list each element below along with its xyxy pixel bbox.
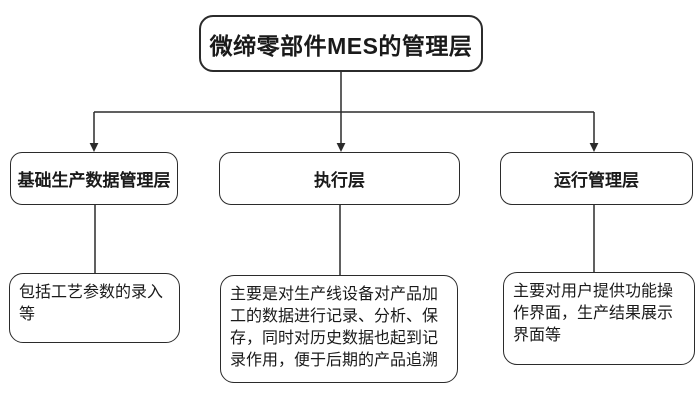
title-node: 微缔零部件MES的管理层 [199, 15, 483, 72]
arrowhead-down-icon [589, 143, 599, 152]
title-label: 微缔零部件MES的管理层 [209, 32, 473, 59]
desc-node-basic-data: 包括工艺参数的录入等 [9, 273, 180, 343]
layer-node-execution: 执行层 [219, 152, 460, 205]
layer-node-basic-data: 基础生产数据管理层 [10, 152, 178, 205]
desc-text: 主要对用户提供功能操作界面，生产结果展示界面等 [513, 283, 674, 344]
layer-node-operation: 运行管理层 [500, 152, 693, 205]
layer-label: 执行层 [314, 171, 365, 190]
layer-label: 运行管理层 [554, 171, 639, 190]
desc-text: 主要是对生产线设备对产品加工的数据进行记录、分析、保存，同时对历史数据也起到记录… [230, 286, 439, 369]
desc-node-operation: 主要对用户提供功能操作界面，生产结果展示界面等 [503, 272, 695, 365]
desc-node-execution: 主要是对生产线设备对产品加工的数据进行记录、分析、保存，同时对历史数据也起到记录… [220, 275, 458, 383]
arrowhead-down-icon [89, 143, 99, 152]
desc-text: 包括工艺参数的录入等 [19, 284, 164, 323]
arrowhead-down-icon [336, 143, 346, 152]
layer-label: 基础生产数据管理层 [17, 171, 171, 190]
